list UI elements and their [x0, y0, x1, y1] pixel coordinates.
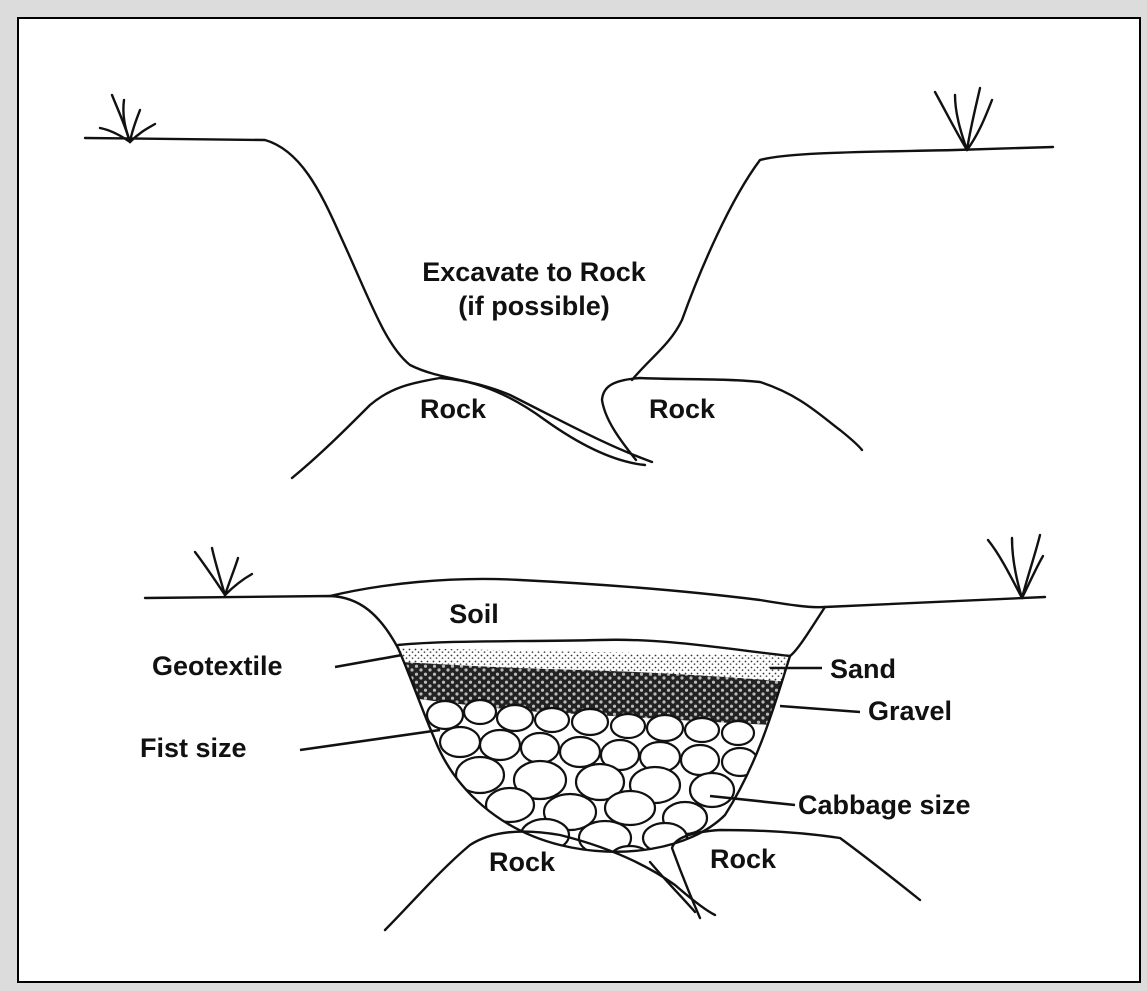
gravel-leader	[780, 706, 860, 712]
top-rock-left-label: Rock	[420, 394, 487, 424]
bottom-right-trench-wall	[790, 607, 825, 656]
trench-fill	[395, 640, 795, 870]
bottom-ground-line	[145, 596, 398, 648]
cabbage-size-label: Cabbage size	[798, 790, 971, 820]
bottom-rock-left-label: Rock	[489, 847, 556, 877]
fist-size-leader	[300, 730, 440, 750]
top-excavation: Excavate to Rock (if possible) Rock Rock	[85, 88, 1053, 478]
bottom-rock-right-label: Rock	[710, 844, 777, 874]
sand-label: Sand	[830, 654, 896, 684]
soil-label: Soil	[449, 599, 499, 629]
top-rock-right-label: Rock	[649, 394, 716, 424]
fist-size-label: Fist size	[140, 733, 247, 763]
top-left-shrub-icon	[100, 95, 155, 142]
gravel-label: Gravel	[868, 696, 952, 726]
top-right-shrub-icon	[935, 88, 992, 150]
bottom-french-drain: Soil Geotextile Sand Gravel Fist size Ca…	[140, 535, 1045, 930]
top-right-rock-outline	[602, 378, 862, 460]
excavate-label: Excavate to Rock	[422, 257, 647, 287]
top-left-rock-outline	[292, 378, 645, 478]
bottom-right-shrub-icon	[988, 535, 1043, 598]
bottom-left-shrub-icon	[195, 548, 252, 595]
geotextile-leader	[335, 655, 402, 667]
geotextile-label: Geotextile	[152, 651, 283, 681]
bottom-soil-surface	[330, 579, 1045, 607]
if-possible-label: (if possible)	[458, 291, 610, 321]
top-right-ground-line	[632, 147, 1053, 380]
